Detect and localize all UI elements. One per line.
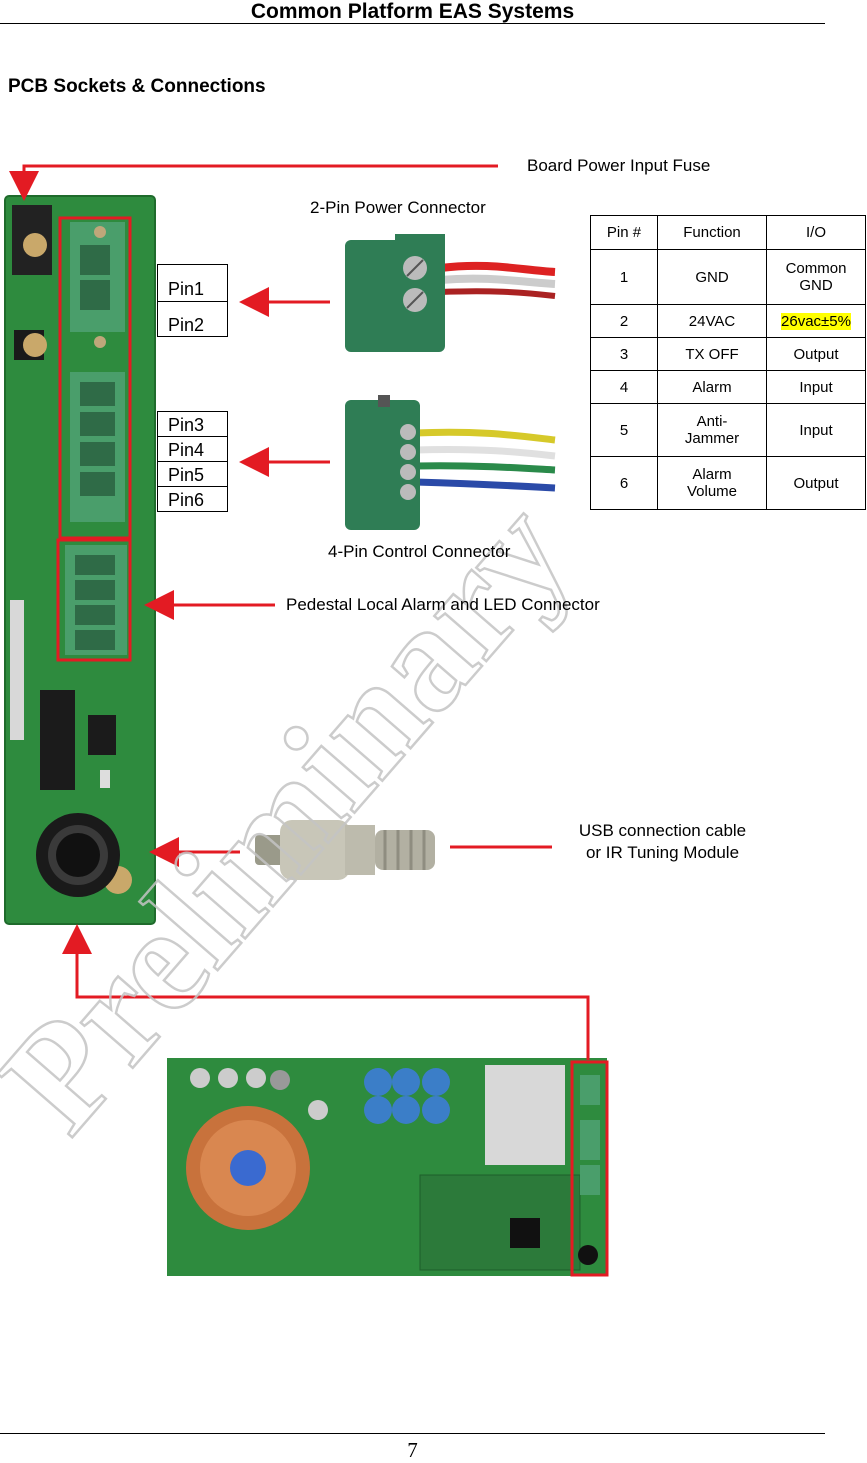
table-header: Function [657, 215, 767, 250]
table-row: 5 Anti-Jammer Input [590, 403, 866, 457]
table-cell: Anti-Jammer [657, 403, 767, 457]
table-header: I/O [766, 215, 866, 250]
highlighted-value: 26vac±5% [781, 312, 851, 330]
table-cell: Input [766, 403, 866, 457]
pin-label: Pin6 [157, 486, 228, 512]
page-number: 7 [407, 1438, 418, 1462]
table-row: 2 24VAC 26vac±5% [590, 304, 866, 338]
pedestal-highlight [56, 538, 132, 662]
table-cell: 6 [590, 456, 658, 510]
table-header: Pin # [590, 215, 658, 250]
fuse-label: Board Power Input Fuse [527, 156, 711, 175]
power-connector-image [345, 234, 556, 352]
table-cell: Input [766, 370, 866, 404]
pin-label: Pin4 [157, 436, 228, 462]
control-connector-image [345, 395, 556, 530]
table-cell: Common GND [766, 249, 866, 305]
control-pin-group: Pin3 Pin4 Pin5 Pin6 [157, 411, 228, 512]
control-connector-label: 4-Pin Control Connector [328, 542, 511, 561]
table-row: 1 GND Common GND [590, 249, 866, 305]
pin-label: Pin2 [157, 301, 228, 337]
table-cell: 26vac±5% [766, 304, 866, 338]
table-cell: 1 [590, 249, 658, 305]
usb-label-line2: or IR Tuning Module [585, 843, 740, 862]
board-link-arrow [62, 924, 590, 1060]
table-cell: GND [657, 249, 767, 305]
table-cell: 3 [590, 337, 658, 371]
full-board-highlight [570, 1060, 609, 1277]
table-cell: Output [766, 337, 866, 371]
table-cell: 4 [590, 370, 658, 404]
table-cell: 5 [590, 403, 658, 457]
full-board-image [167, 1058, 607, 1276]
table-cell: Alarm Volume [657, 456, 767, 510]
pin-label: Pin3 [157, 411, 228, 437]
usb-label-line1: USB connection cable [578, 821, 747, 840]
pedestal-label: Pedestal Local Alarm and LED Connector [286, 595, 600, 614]
pin-table: Pin # Function I/O 1 GND Common GND 2 24… [590, 215, 866, 510]
table-cell: Output [766, 456, 866, 510]
power-pin-group: Pin1 Pin2 [157, 264, 228, 337]
power-connector-label: 2-Pin Power Connector [310, 198, 486, 217]
table-row: 6 Alarm Volume Output [590, 456, 866, 510]
table-cell: 24VAC [657, 304, 767, 338]
pin-label: Pin5 [157, 461, 228, 487]
footer-rule [0, 1433, 825, 1434]
table-header-row: Pin # Function I/O [590, 215, 866, 250]
usb-label: USB connection cable or IR Tuning Module [540, 820, 785, 864]
pin-label: Pin1 [157, 264, 228, 302]
fuse-arrow [9, 164, 498, 201]
header-rule [0, 23, 825, 24]
power-control-highlight [58, 216, 132, 540]
table-cell: TX OFF [657, 337, 767, 371]
table-cell: Alarm [657, 370, 767, 404]
pcb-closeup [4, 195, 156, 925]
table-row: 4 Alarm Input [590, 370, 866, 404]
header-title: Common Platform EAS Systems [250, 0, 575, 23]
table-row: 3 TX OFF Output [590, 337, 866, 371]
table-cell: 2 [590, 304, 658, 338]
section-title: PCB Sockets & Connections [8, 76, 266, 97]
mini-din-plug-image [255, 820, 435, 880]
